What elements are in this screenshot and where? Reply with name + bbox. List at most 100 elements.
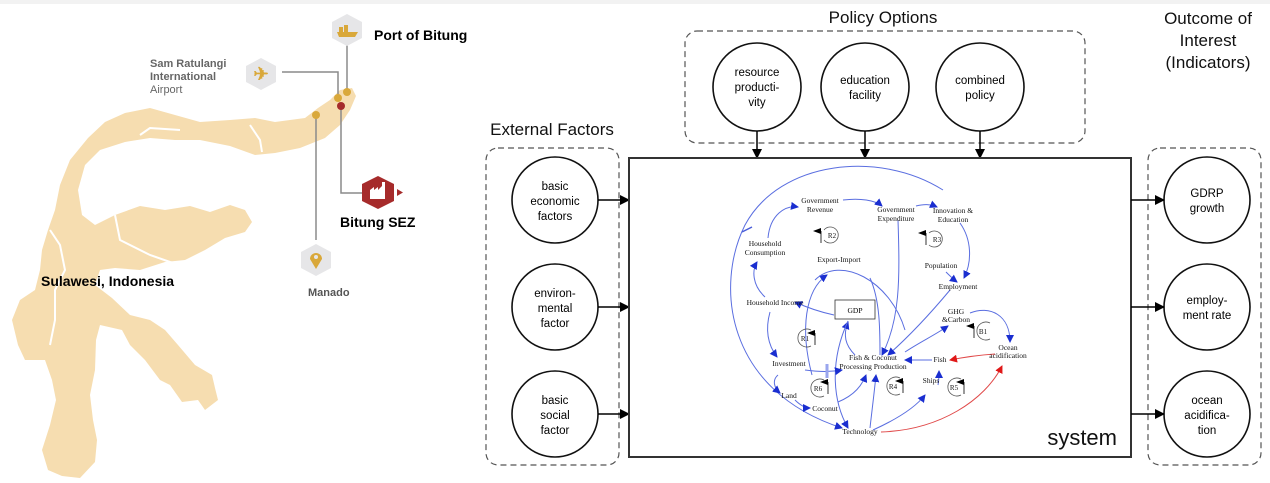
link-technology-to-ocean (880, 365, 1003, 433)
policy-node-education-facility[interactable]: education facility (820, 42, 910, 132)
airport-label-line1: Sam Ratulangi (150, 58, 226, 70)
var-export-import: Export-Import (817, 255, 861, 264)
var-ghg-carbon: &Carbon (942, 315, 970, 324)
external-node-basic-social-factor[interactable]: basic social factor (511, 370, 599, 458)
node-label: growth (1190, 203, 1225, 215)
var-government-expenditure: Expenditure (878, 214, 915, 223)
outcome-node-ocean-acidification[interactable]: ocean acidifica- tion (1163, 370, 1251, 458)
external-factors-title: External Factors (490, 120, 614, 139)
airport-marker[interactable]: ✈ Sam Ratulangi International Airport (150, 58, 276, 96)
var-ghg-carbon: GHG (948, 307, 965, 316)
loop-r5: R5 (947, 377, 965, 397)
var-technology: Technology (842, 427, 878, 436)
play-triangle-icon (397, 189, 403, 196)
var-fish-coconut-production: Fish & Coconut (849, 353, 898, 362)
node-label: education (840, 75, 890, 87)
bitung-sez-marker[interactable]: Bitung SEZ (340, 176, 416, 230)
var-innovation-education: Education (938, 215, 969, 224)
var-household-income: Household Income (747, 298, 805, 307)
loop-r3: R3 (918, 230, 943, 248)
var-government-revenue: Revenue (807, 205, 834, 214)
policy-arrows (752, 131, 985, 159)
factory-icon (370, 182, 385, 199)
sulawesi-landmass (12, 88, 356, 478)
map-pin-icon (310, 253, 322, 269)
var-government-revenue: Government (801, 196, 839, 205)
node-label: basic (542, 181, 569, 193)
policy-node-combined-policy[interactable]: combined policy (935, 42, 1025, 132)
var-land: Land (781, 391, 797, 400)
var-investment: Investment (772, 359, 806, 368)
policy-options-group (684, 30, 1086, 144)
policy-node-resource-productivity[interactable]: resource producti- vity (712, 42, 802, 132)
var-fish-coconut-production: Processing Production (839, 362, 907, 371)
causal-loop-links (730, 165, 1014, 431)
top-border (0, 0, 1270, 4)
loop-r4: R4 (886, 376, 904, 396)
hex-badge (246, 58, 276, 90)
var-employment: Employment (939, 282, 979, 291)
causal-loop-variables: Government Revenue Government Expenditur… (745, 196, 1027, 436)
map-connectors (282, 45, 362, 240)
system-box (628, 157, 1132, 458)
external-node-environmental-factor[interactable]: environ- mental factor (511, 263, 599, 351)
manado-dot (312, 111, 320, 119)
var-household-consumption: Consumption (745, 248, 786, 257)
loop-label: R1 (801, 335, 810, 343)
loop-r6: R6 (810, 378, 829, 398)
manado-marker[interactable]: Manado (301, 244, 350, 299)
node-label: ment rate (1183, 310, 1232, 322)
outcome-title-line2: Interest (1180, 31, 1237, 50)
node-label: mental (538, 303, 573, 315)
link-outer-arc (730, 165, 944, 430)
node-label: tion (1198, 425, 1217, 437)
node-label: vity (748, 97, 766, 109)
airport-label-line3: Airport (150, 84, 182, 96)
loop-r1: R1 (797, 328, 816, 348)
sulawesi-map (12, 88, 356, 478)
var-innovation-education: Innovation & (933, 206, 973, 215)
loop-label: R6 (814, 385, 823, 393)
ship-icon (337, 25, 358, 37)
manado-label: Manado (308, 287, 350, 299)
loop-label: B1 (979, 328, 988, 336)
node-label: environ- (534, 288, 576, 300)
external-node-basic-economic-factors[interactable]: basic economic factors (511, 156, 599, 244)
var-government-expenditure: Government (877, 205, 915, 214)
var-household-consumption: Household (749, 239, 782, 248)
node-label: social (540, 410, 569, 422)
policy-options-title: Policy Options (829, 8, 938, 27)
var-coconut: Coconut (812, 404, 838, 413)
airplane-icon: ✈ (253, 64, 268, 84)
var-population: Population (925, 261, 958, 270)
node-label: acidifica- (1184, 410, 1230, 422)
port-of-bitung-marker[interactable]: Port of Bitung (332, 14, 467, 46)
node-label: facility (849, 90, 881, 102)
outcome-node-employment-rate[interactable]: employ- ment rate (1163, 263, 1251, 351)
var-gdp-box: GDP (834, 299, 876, 320)
port-label: Port of Bitung (374, 27, 467, 43)
node-label: ocean (1191, 395, 1222, 407)
delay-mark (741, 226, 753, 233)
system-label: system (1047, 425, 1117, 450)
loop-b1: B1 (966, 321, 991, 341)
loop-label: R3 (933, 236, 942, 244)
var-ocean-acidification: acidification (989, 351, 1027, 360)
causal-loop-negative-links (880, 353, 1003, 433)
sez-label: Bitung SEZ (340, 214, 416, 230)
map-location-dots (312, 88, 351, 119)
port-dot (343, 88, 351, 96)
node-label: GDRP (1190, 188, 1224, 200)
loop-label: R2 (828, 232, 837, 240)
external-arrows (598, 195, 630, 419)
node-label: producti- (735, 82, 780, 94)
airport-dot (334, 94, 342, 102)
outcome-node-gdrp-growth[interactable]: GDRP growth (1163, 156, 1251, 244)
node-label: factor (541, 425, 570, 437)
outcome-arrows (1131, 195, 1165, 419)
node-label: employ- (1187, 295, 1228, 307)
node-label: factor (541, 318, 570, 330)
sez-dot (337, 102, 345, 110)
region-label: Sulawesi, Indonesia (41, 273, 174, 289)
node-label: combined (955, 75, 1005, 87)
